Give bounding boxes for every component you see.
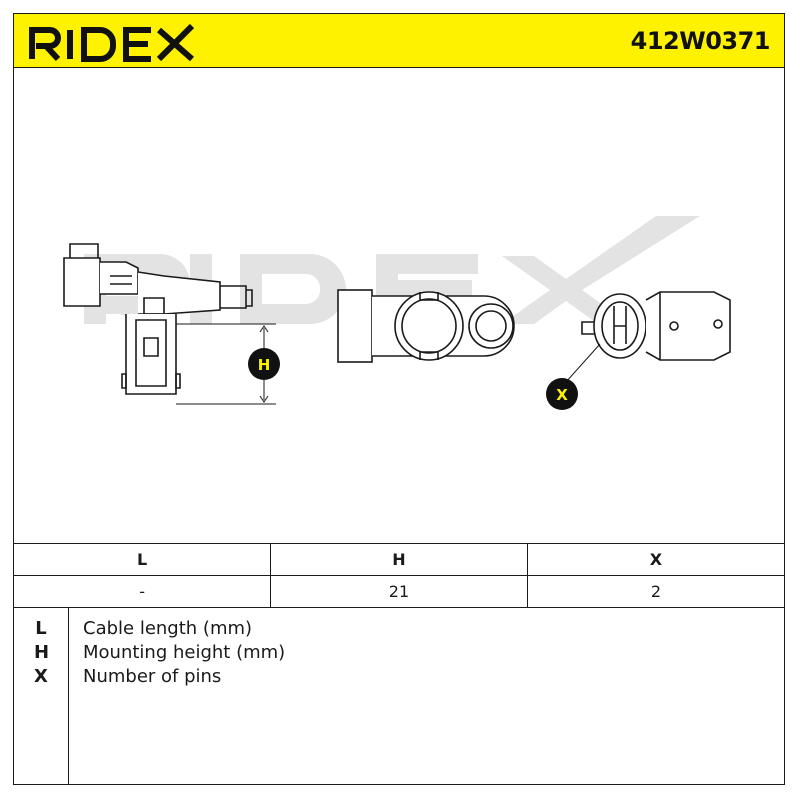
spec-table: L H X - 21 2 [14,543,784,608]
legend-key: H [34,642,50,663]
svg-text:H: H [258,356,271,374]
spec-header-row: L H X [14,543,784,576]
height-marker: H [248,348,280,380]
svg-text:X: X [556,386,568,404]
technical-drawing: H [14,68,784,544]
value-x: 2 [526,575,784,608]
legend-description: Cable length (mm) [83,618,253,639]
column-header-x: X [526,543,784,576]
value-l: - [14,575,272,608]
pins-marker: X [546,378,578,410]
column-header-l: L [14,543,272,576]
spec-sheet: 412W0371 [13,13,785,785]
legend-item: H Mounting height (mm) [14,642,784,666]
legend-description: Number of pins [83,666,222,687]
legend-description: Mounting height (mm) [83,642,286,663]
sensor-side-view [63,243,276,405]
header-bar: 412W0371 [14,14,784,68]
legend-item: L Cable length (mm) [14,618,784,642]
legend: L Cable length (mm) H Mounting height (m… [14,607,784,784]
legend-key: L [35,618,47,639]
column-header-h: H [270,543,528,576]
sensor-top-view [337,289,515,363]
legend-item: X Number of pins [14,666,784,690]
part-number: 412W0371 [630,27,771,55]
legend-key: X [34,666,48,687]
spec-value-row: - 21 2 [14,575,784,608]
connector-end-view [565,291,731,383]
ridex-logo [29,23,195,62]
legend-divider [68,607,69,784]
value-h: 21 [270,575,528,608]
